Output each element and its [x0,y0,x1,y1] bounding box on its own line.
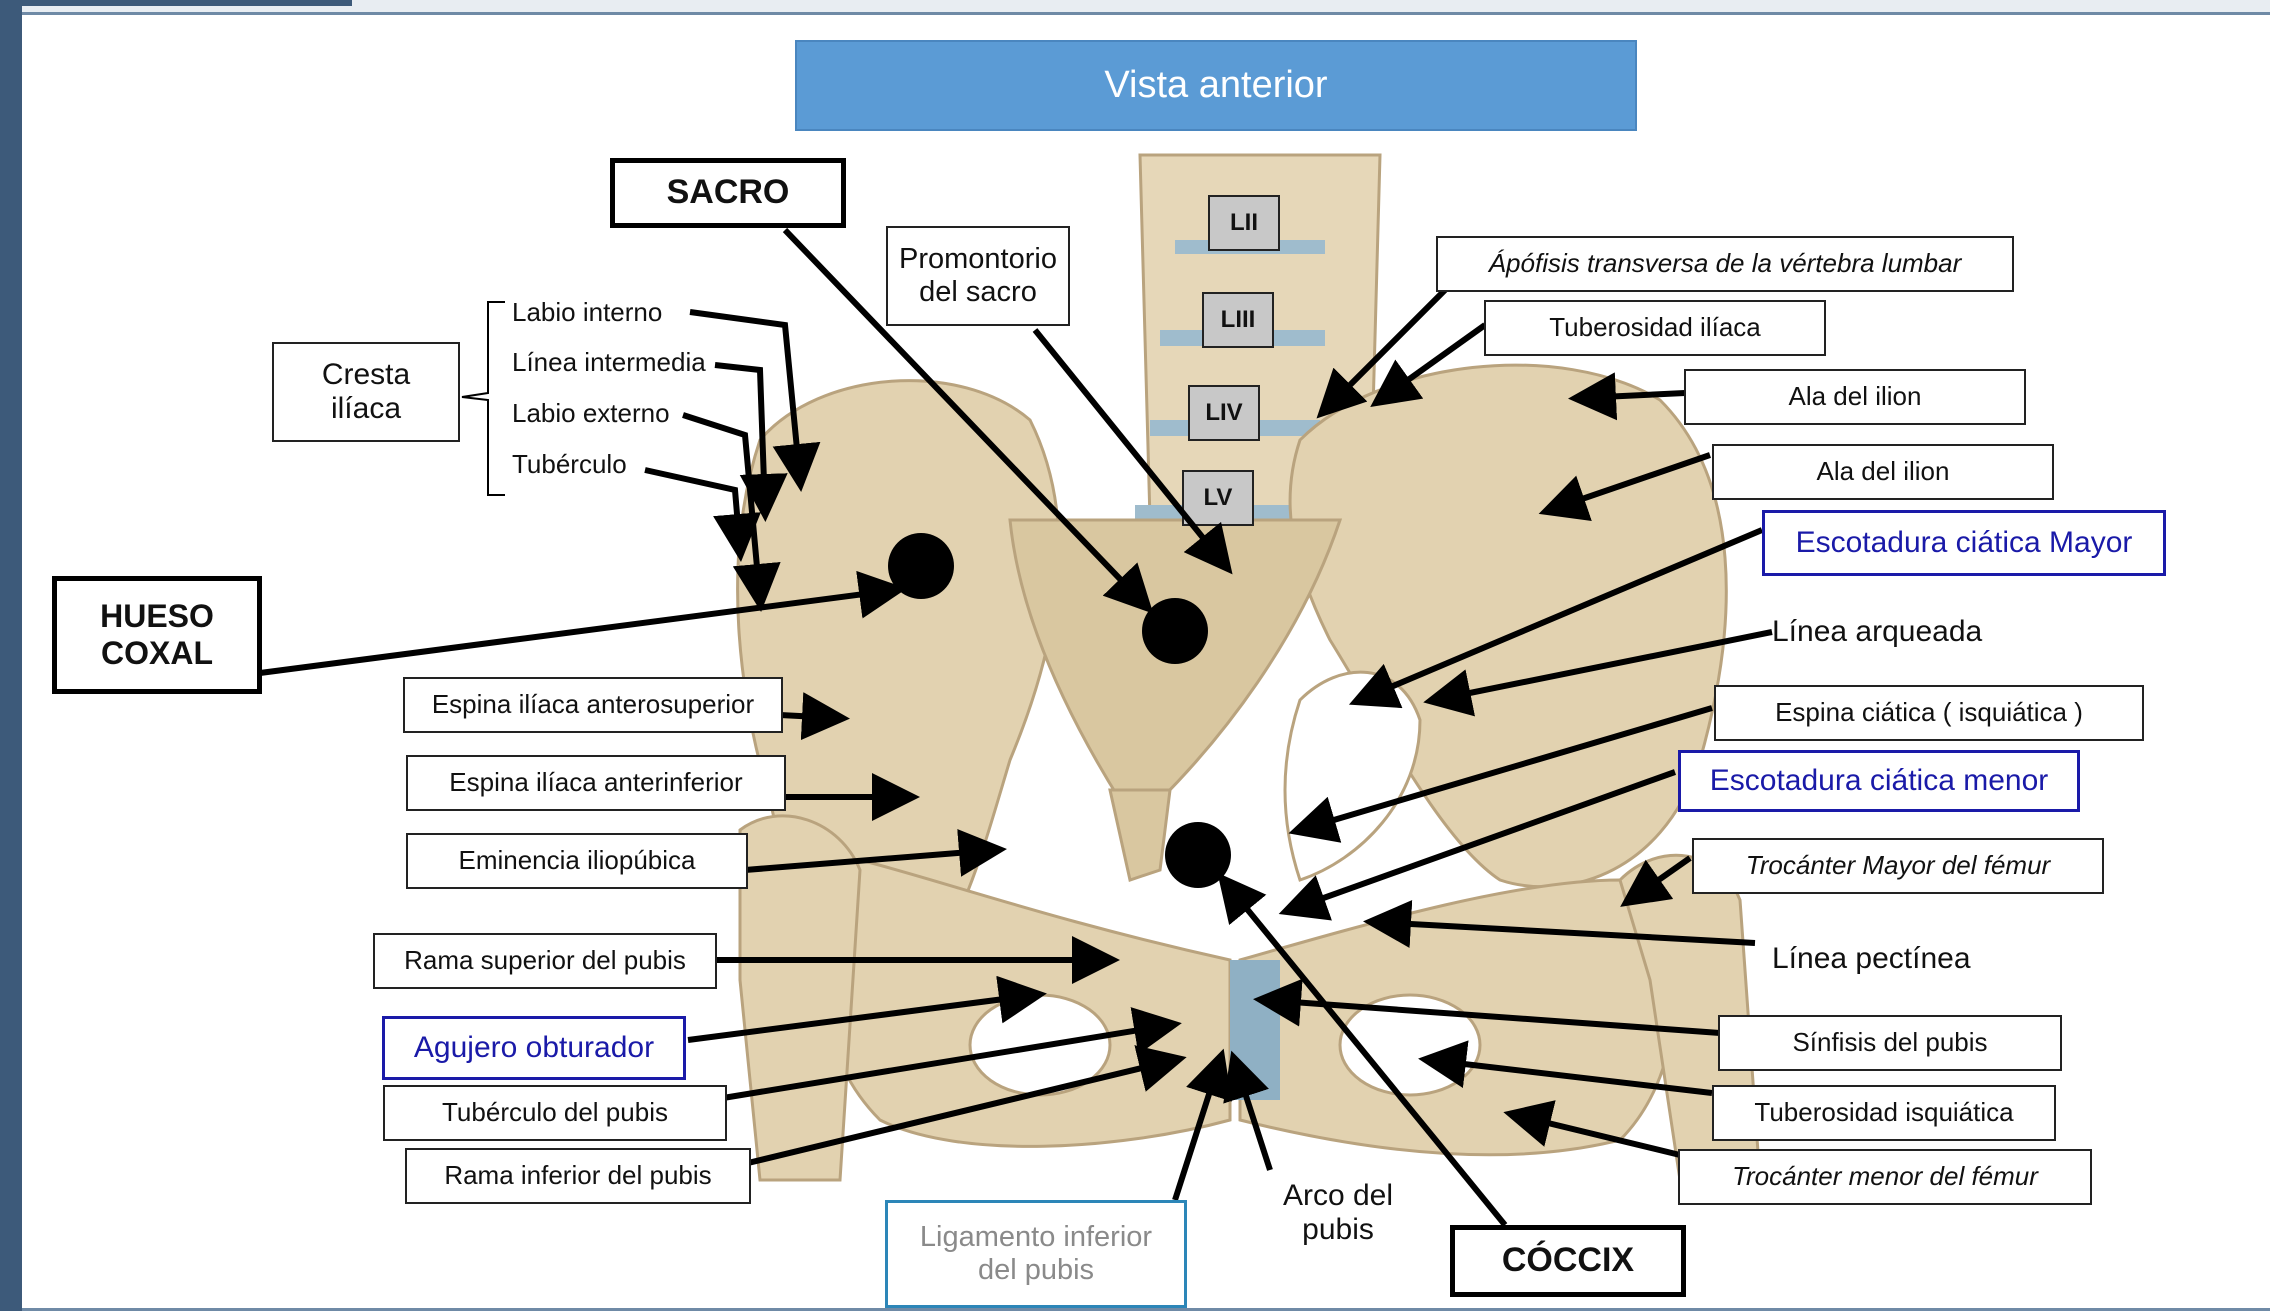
label-trocanter-menor: Trocánter menor del fémur [1678,1149,2092,1205]
label-ligamento-inferior-pubis: Ligamento inferior del pubis [885,1200,1187,1308]
label-ala-ilion-1: Ala del ilion [1684,369,2026,425]
label-sacro: SACRO [610,158,846,228]
label-labio-interno: Labio interno [512,293,712,333]
label-sinfisis-pubis: Sínfisis del pubis [1718,1015,2062,1071]
label-rama-superior-pubis: Rama superior del pubis [373,933,717,989]
label-eminencia-iliopubica: Eminencia iliopúbica [406,833,748,889]
label-espina-ciatica: Espina ciática ( isquiática ) [1714,685,2144,741]
label-cresta-iliaca: Cresta ilíaca [272,342,460,442]
label-tuberosidad-iliaca: Tuberosidad ilíaca [1484,300,1826,356]
label-arco-pubis: Arco del pubis [1258,1168,1418,1258]
label-hueso-coxal: HUESO COXAL [52,576,262,694]
label-escotadura-ciatica-mayor: Escotadura ciática Mayor [1762,510,2166,576]
label-trocanter-mayor: Trocánter Mayor del fémur [1692,838,2104,894]
label-apofisis-transversa: Ápófisis transversa de la vértebra lumba… [1436,236,2014,292]
label-rama-inferior-pubis: Rama inferior del pubis [405,1148,751,1204]
label-linea-intermedia: Línea intermedia [512,343,722,383]
label-tuberosidad-isquiatica: Tuberosidad isquiática [1712,1085,2056,1141]
label-linea-pectinea: Línea pectínea [1772,937,2062,981]
label-ala-ilion-2: Ala del ilion [1712,444,2054,500]
label-tuberculo: Tubérculo [512,445,672,485]
label-agujero-obturador: Agujero obturador [382,1016,686,1080]
label-espina-anteroinferior: Espina ilíaca anterinferior [406,755,786,811]
label-tuberculo-pubis: Tubérculo del pubis [383,1085,727,1141]
label-labio-externo: Labio externo [512,394,712,434]
label-espina-anterosuperior: Espina ilíaca anterosuperior [403,677,783,733]
cresta-bracket [462,302,505,495]
label-promontorio: Promontorio del sacro [886,226,1070,326]
label-coccix: CÓCCIX [1450,1225,1686,1297]
label-linea-arqueada: Línea arqueada [1772,610,2042,654]
label-escotadura-ciatica-menor: Escotadura ciática menor [1678,750,2080,812]
